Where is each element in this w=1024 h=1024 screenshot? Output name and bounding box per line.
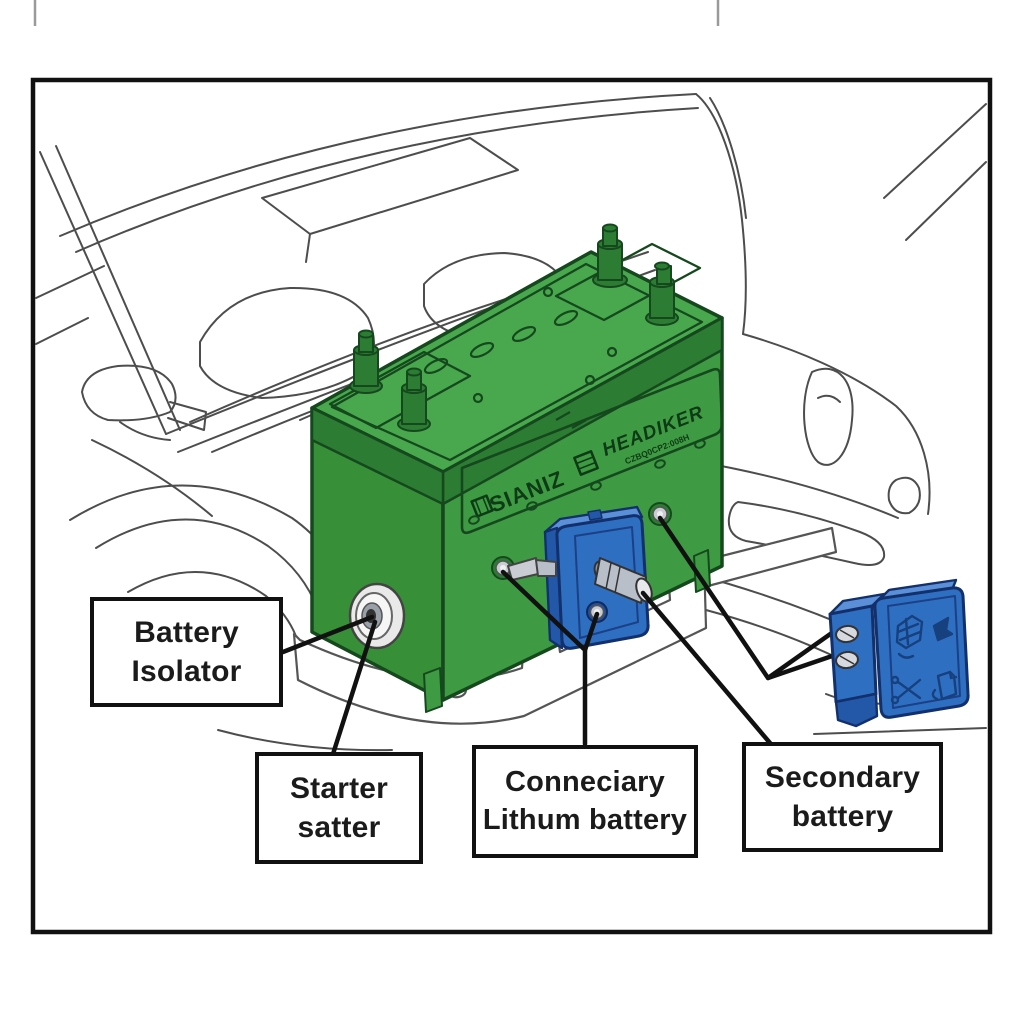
connector-pin: [507, 557, 557, 581]
label-line: satter: [297, 811, 381, 844]
label-line: Secondary: [764, 761, 921, 794]
label-battery-isolator: Battery Isolator: [90, 597, 283, 707]
fog-lamp: [887, 476, 921, 515]
terminal-post: [645, 261, 679, 326]
secondary-module: [828, 578, 970, 728]
label-line: Lithum battery: [482, 803, 688, 836]
cut-icon: [890, 675, 922, 705]
grid-icon: [895, 614, 924, 659]
vent-caps: [423, 286, 618, 404]
label-line: battery: [791, 800, 894, 833]
label-line: Isolator: [131, 655, 242, 688]
battery-stud-right: [648, 502, 672, 526]
hold-down-clip: [423, 667, 443, 713]
battery-terminal-posts: [349, 223, 679, 432]
hold-down-clip: [693, 549, 711, 593]
bumper-grille: [727, 501, 886, 566]
side-mirror: [81, 364, 177, 422]
terminal-post: [349, 329, 383, 394]
terminal-post: [592, 223, 628, 288]
leader-isolator: [280, 614, 375, 655]
headlight: [803, 367, 854, 466]
brand-logo-icon: [470, 494, 494, 518]
leader-starter: [330, 619, 378, 757]
label-secondary-battery: Secondary battery: [742, 742, 943, 852]
label-auxiliary-battery: Conneciary Lithum battery: [472, 745, 698, 858]
main-battery: SIANIZ HEADIKER CZBQ0CP2:008H: [310, 223, 724, 713]
leader-secondary: [640, 590, 773, 746]
label-starter: Starter satter: [255, 752, 423, 864]
label-line: Starter: [289, 772, 389, 805]
bird-icon: [932, 616, 954, 642]
label-line: Conneciary: [505, 765, 665, 798]
battery-stud-left: [491, 556, 515, 580]
top-edge-marks: [33, 0, 720, 26]
leader-lines: [280, 515, 841, 757]
isolator-grommet: [348, 582, 406, 650]
module-terminals: [835, 624, 859, 670]
document-icon: [931, 670, 958, 701]
label-line: Battery: [134, 616, 239, 649]
brand-logo-icon: [573, 450, 599, 476]
terminal-post: [397, 367, 431, 432]
